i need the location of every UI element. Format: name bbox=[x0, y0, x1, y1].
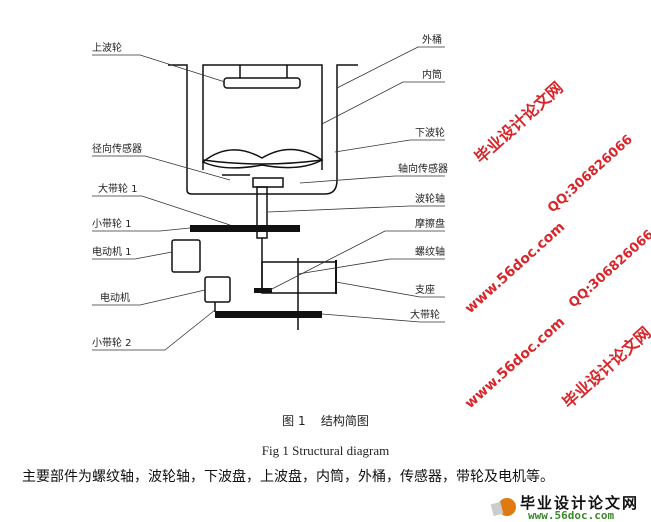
structural-diagram: 上波轮 径向传感器 大带轮 1 小带轮 1 电动机 1 电动机 小带轮 2 外桶… bbox=[92, 33, 448, 351]
figure-caption-en: Fig 1 Structural diagram bbox=[261, 443, 390, 458]
label-radial-sensor: 径向传感器 bbox=[92, 142, 142, 155]
label-friction-disk: 摩擦盘 bbox=[415, 217, 445, 230]
label-big-pulley-1: 大带轮 1 bbox=[98, 182, 138, 195]
label-big-pulley: 大带轮 bbox=[410, 308, 440, 321]
label-axial-sensor: 轴向传感器 bbox=[398, 162, 448, 175]
axial-sensor bbox=[252, 177, 284, 188]
label-lower-impeller: 下波轮 bbox=[415, 126, 445, 139]
logo-url: www.56doc.com bbox=[528, 509, 615, 522]
upper-impeller bbox=[223, 77, 301, 89]
lower-impeller bbox=[201, 148, 324, 169]
logo-icon bbox=[490, 498, 516, 517]
label-support: 支座 bbox=[415, 283, 435, 296]
label-small-pulley-1: 小带轮 1 bbox=[92, 217, 132, 230]
figure-caption-cn: 图 1 结构简图 bbox=[282, 414, 369, 428]
label-outer-bucket: 外桶 bbox=[422, 33, 442, 46]
label-small-pulley-2: 小带轮 2 bbox=[92, 336, 132, 349]
logo-name: 毕业设计论文网 bbox=[520, 494, 640, 512]
label-motor: 电动机 bbox=[100, 291, 130, 304]
outer-bucket bbox=[168, 64, 358, 195]
friction-disk bbox=[254, 288, 272, 293]
inner-drum bbox=[202, 64, 323, 170]
big-pulley-1 bbox=[190, 225, 300, 232]
label-motor-1: 电动机 1 bbox=[92, 245, 132, 258]
label-threaded-shaft: 螺纹轴 bbox=[415, 245, 445, 258]
label-impeller-shaft: 波轮轴 bbox=[415, 192, 445, 205]
body-paragraph: 主要部件为螺纹轴，波轮轴，下波盘，上波盘，内筒，外桶，传感器，带轮及电机等。 bbox=[22, 469, 554, 485]
motor-2 bbox=[204, 276, 231, 303]
label-upper-impeller: 上波轮 bbox=[92, 41, 122, 54]
motor-1 bbox=[171, 239, 201, 273]
label-inner-drum: 内筒 bbox=[422, 68, 442, 81]
small-pulley-2 bbox=[215, 311, 322, 318]
